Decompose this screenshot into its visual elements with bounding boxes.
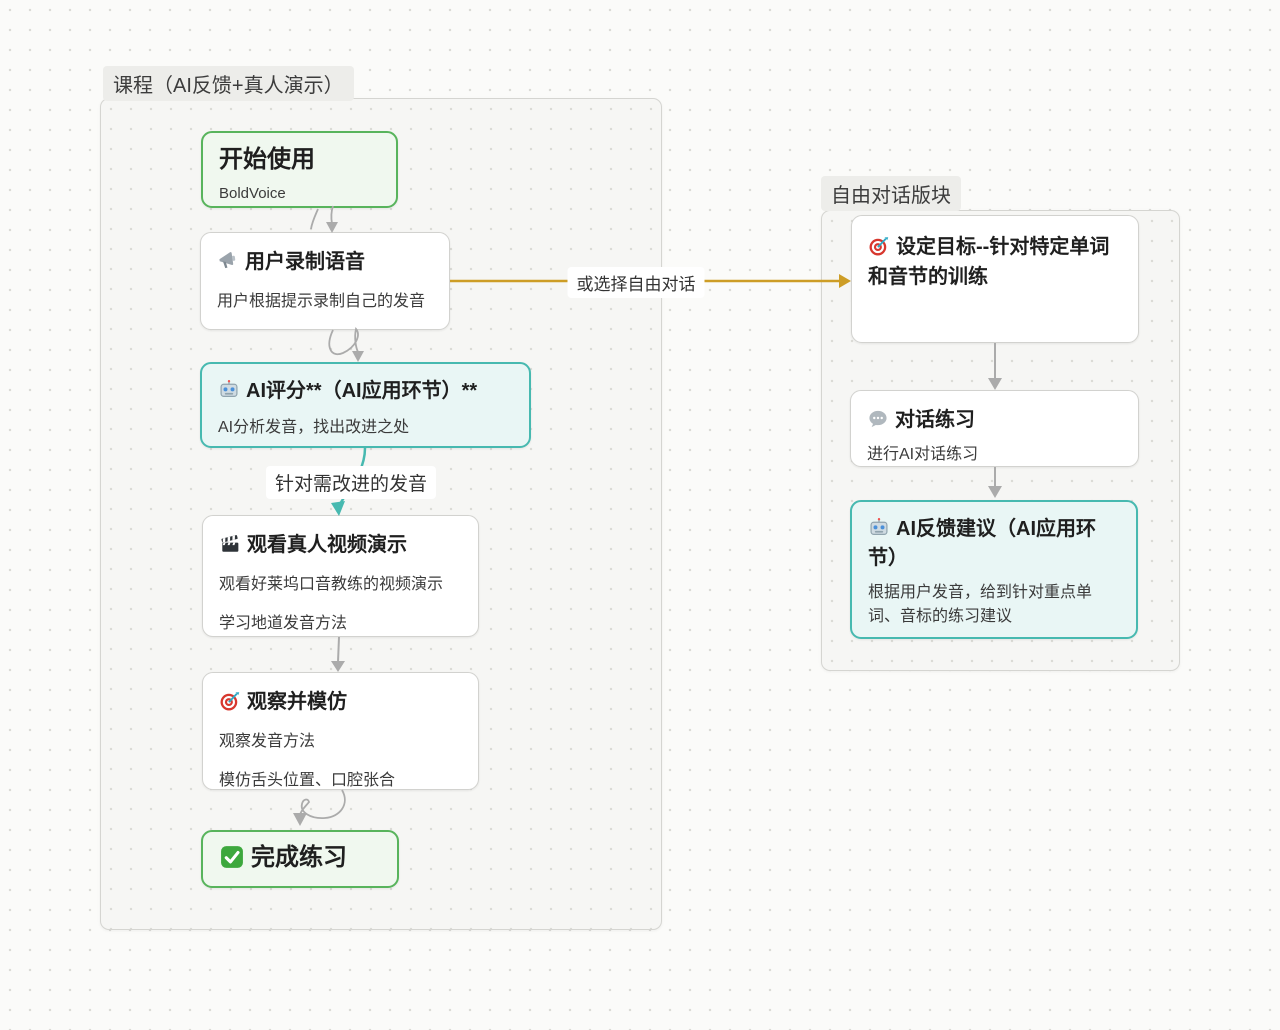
node-ai-score[interactable]: AI评分**（AI应用环节）** AI分析发音，找出改进之处 bbox=[200, 362, 531, 448]
node-watch-video[interactable]: 观看真人视频演示 观看好莱坞口音教练的视频演示 学习地道发音方法 bbox=[202, 515, 479, 637]
node-record-voice[interactable]: 用户录制语音 用户根据提示录制自己的发音 bbox=[200, 232, 450, 330]
node-title: 用户录制语音 bbox=[217, 247, 433, 277]
clapper-icon bbox=[219, 530, 241, 560]
node-body: AI分析发音，找出改进之处 bbox=[218, 417, 513, 439]
speech-icon bbox=[867, 405, 889, 435]
node-title: 设定目标--针对特定单词和音节的训练 bbox=[868, 232, 1122, 292]
edge-label-improve[interactable]: 针对需改进的发音 bbox=[266, 466, 436, 499]
target-icon bbox=[219, 687, 241, 717]
node-body: 模仿舌头位置、口腔张合 bbox=[219, 770, 462, 790]
node-title: AI评分**（AI应用环节）** bbox=[218, 376, 513, 406]
node-title: 对话练习 bbox=[867, 405, 1122, 435]
node-body: 观察发音方法 bbox=[219, 731, 462, 753]
check-icon bbox=[219, 842, 245, 874]
group-course[interactable] bbox=[100, 98, 662, 930]
node-body: 用户根据提示录制自己的发音 bbox=[217, 291, 433, 313]
node-set-goal[interactable]: 设定目标--针对特定单词和音节的训练 bbox=[851, 215, 1139, 343]
megaphone-icon bbox=[217, 247, 239, 277]
edge-label-free-talk[interactable]: 或选择自由对话 bbox=[568, 267, 705, 298]
node-body: 学习地道发音方法 bbox=[219, 613, 462, 635]
node-title: 完成练习 bbox=[219, 842, 381, 874]
node-ai-feedback[interactable]: AI反馈建议（AI应用环节） 根据用户发音，给到针对重点单词、音标的练习建议 bbox=[850, 500, 1138, 639]
node-body: 观看好莱坞口音教练的视频演示 bbox=[219, 574, 462, 596]
node-title: 观看真人视频演示 bbox=[219, 530, 462, 560]
robot-icon bbox=[868, 515, 890, 544]
node-body: 根据用户发音，给到针对重点单词、音标的练习建议 bbox=[868, 581, 1120, 629]
group-course-title[interactable]: 课程（AI反馈+真人演示） bbox=[103, 66, 354, 101]
node-finish[interactable]: 完成练习 bbox=[201, 830, 399, 888]
group-free-talk-title[interactable]: 自由对话版块 bbox=[821, 176, 961, 211]
target-icon bbox=[868, 232, 890, 262]
node-body: 进行AI对话练习 bbox=[867, 444, 1122, 466]
node-body: BoldVoice bbox=[219, 183, 380, 204]
node-observe-imitate[interactable]: 观察并模仿 观察发音方法 模仿舌头位置、口腔张合 bbox=[202, 672, 479, 790]
node-dialog-practice[interactable]: 对话练习 进行AI对话练习 bbox=[850, 390, 1139, 467]
node-title: 开始使用 bbox=[219, 144, 380, 176]
node-title: AI反馈建议（AI应用环节） bbox=[868, 515, 1120, 573]
node-start[interactable]: 开始使用 BoldVoice bbox=[201, 131, 398, 208]
robot-icon bbox=[218, 376, 240, 406]
node-title: 观察并模仿 bbox=[219, 687, 462, 717]
